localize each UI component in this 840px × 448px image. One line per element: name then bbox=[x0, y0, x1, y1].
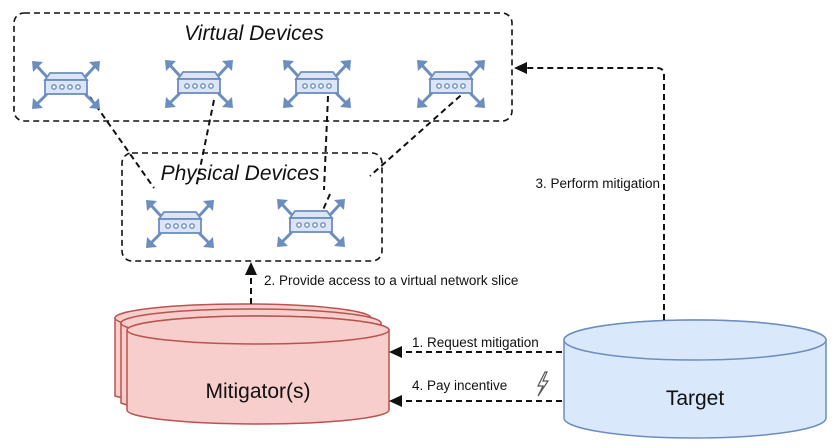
device-link bbox=[369, 88, 469, 177]
arrowhead bbox=[245, 262, 257, 275]
pay-incentive-label: 4. Pay incentive bbox=[412, 378, 507, 393]
device-link bbox=[323, 95, 329, 191]
virtual-device-switch-icon bbox=[30, 59, 102, 111]
arrowhead bbox=[389, 395, 402, 407]
device-link bbox=[89, 96, 155, 189]
provide-access-label: 2. Provide access to a virtual network s… bbox=[264, 273, 518, 288]
virtual-devices-title: Virtual Devices bbox=[184, 22, 324, 45]
virtual-device-switch-icon bbox=[415, 58, 487, 110]
physical-devices-title: Physical Devices bbox=[161, 162, 320, 185]
device-links bbox=[89, 88, 469, 227]
perform-mitigation-edge bbox=[526, 67, 665, 320]
arrowhead bbox=[389, 346, 402, 358]
lightning-bolt-icon bbox=[537, 371, 550, 397]
arrowhead bbox=[514, 62, 527, 74]
device-link bbox=[315, 193, 331, 227]
target-label: Target bbox=[666, 387, 725, 410]
virtual-device-switch-icon bbox=[281, 58, 353, 110]
mitigator-cylinder: Mitigator(s) bbox=[114, 303, 390, 425]
physical-device-switch-icon bbox=[144, 198, 216, 250]
mitigator-label: Mitigator(s) bbox=[205, 380, 310, 403]
physical-device-switch-icon bbox=[275, 197, 347, 249]
perform-mitigation-label: 3. Perform mitigation bbox=[535, 176, 660, 191]
device-link bbox=[195, 99, 215, 189]
physical-devices-group bbox=[121, 152, 383, 262]
request-mitigation-label: 1. Request mitigation bbox=[412, 335, 539, 350]
target-cylinder: Target bbox=[563, 319, 827, 439]
label-background bbox=[516, 172, 662, 194]
virtual-devices-group bbox=[13, 12, 513, 122]
virtual-device-switch-icon bbox=[163, 58, 235, 110]
